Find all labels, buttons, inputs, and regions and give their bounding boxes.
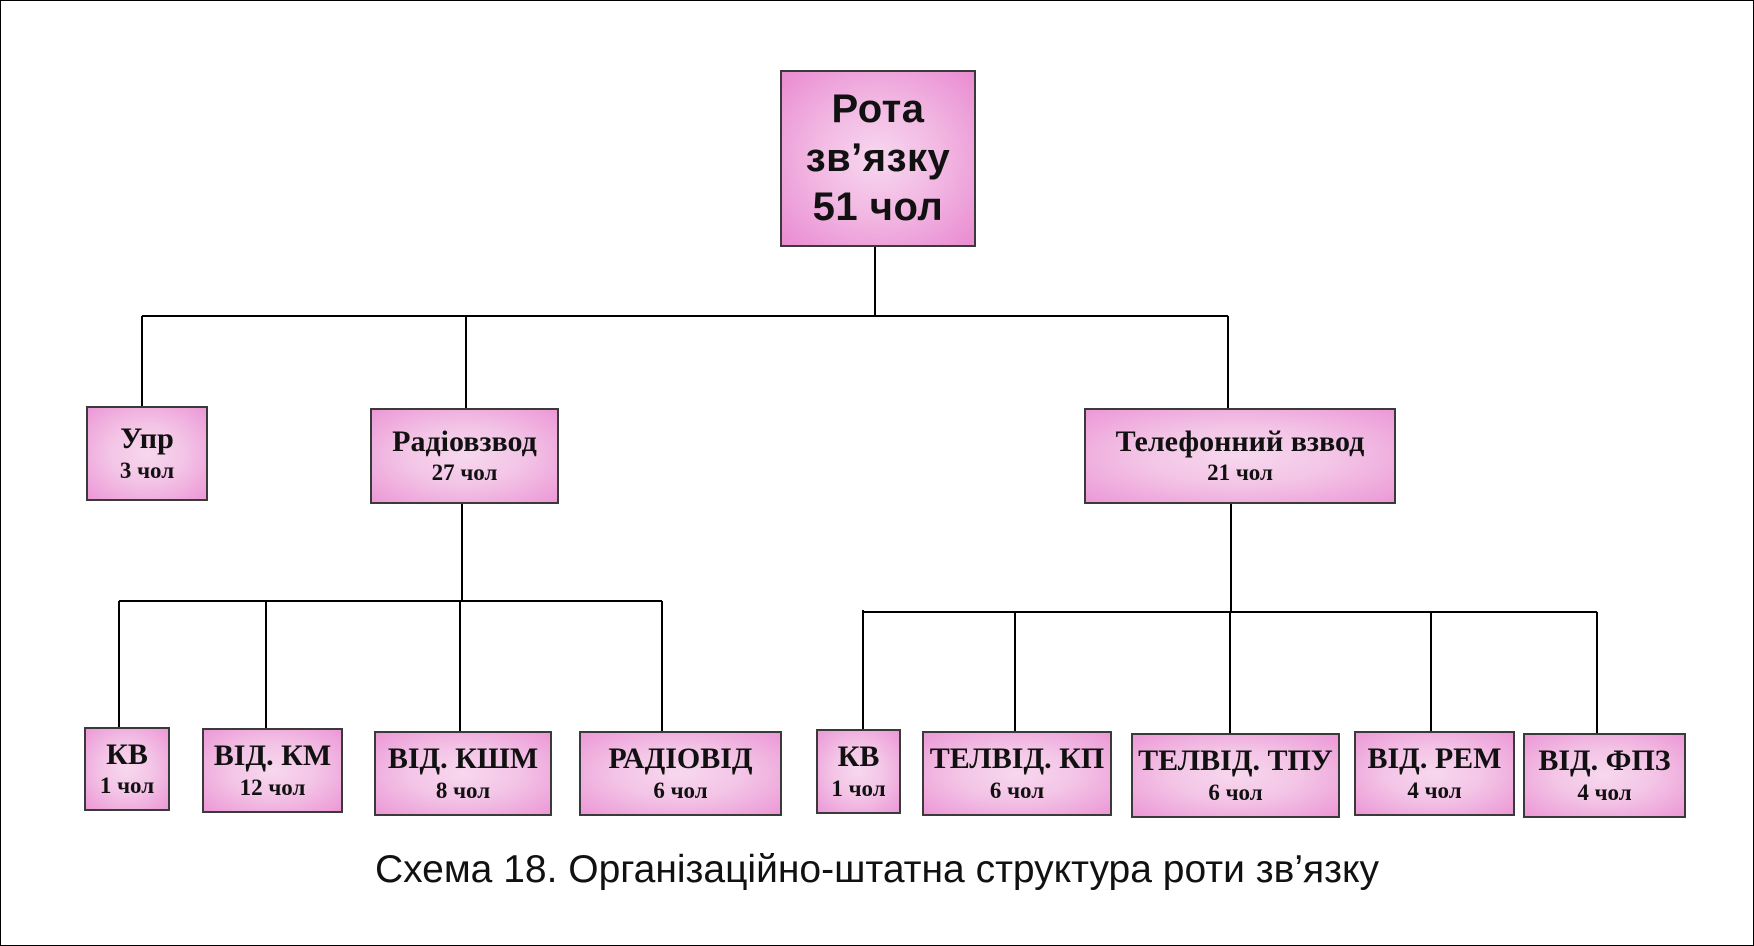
level1-box-phone-platoon: Телефонний взвод 21 чол	[1084, 408, 1396, 504]
unit-count: 1 чол	[831, 775, 886, 801]
level1-box-radio-platoon: Радіовзвод 27 чол	[370, 408, 559, 504]
radio-unit-box-km: ВІД. КМ 12 чол	[202, 728, 343, 813]
phone-unit-box-telvid-tpu: ТЕЛВІД. ТПУ 6 чол	[1131, 733, 1340, 818]
level1-count: 27 чол	[431, 460, 498, 486]
unit-title: ВІД. КШМ	[387, 742, 539, 776]
root-subtitle: зв’язку	[805, 136, 951, 181]
unit-title: ВІД. ФПЗ	[1538, 744, 1671, 778]
unit-count: 8 чол	[435, 777, 491, 803]
unit-title: РАДІОВІД	[608, 742, 753, 776]
level1-title: Упр	[120, 422, 174, 456]
unit-title: ТЕЛВІД. КП	[929, 742, 1105, 776]
phone-unit-box-fpz: ВІД. ФПЗ 4 чол	[1523, 733, 1686, 818]
radio-unit-box-radiovid: РАДІОВІД 6 чол	[579, 731, 782, 816]
unit-title: КВ	[106, 737, 148, 771]
radio-unit-box-kv: КВ 1 чол	[84, 727, 170, 811]
unit-title: ТЕЛВІД. ТПУ	[1138, 744, 1333, 778]
unit-count: 4 чол	[1407, 777, 1462, 803]
unit-count: 6 чол	[653, 777, 708, 803]
unit-title: ВІД. РЕМ	[1367, 742, 1502, 776]
phone-unit-box-rem: ВІД. РЕМ 4 чол	[1354, 731, 1515, 816]
level1-title: Телефонний взвод	[1115, 424, 1365, 458]
unit-title: ВІД. КМ	[213, 739, 332, 773]
root-title: Рота	[831, 87, 925, 132]
level1-count: 21 чол	[1207, 460, 1273, 486]
level1-title: Радіовзвод	[392, 424, 537, 458]
root-count: 51 чол	[812, 184, 944, 229]
unit-count: 6 чол	[1208, 779, 1263, 805]
unit-count: 4 чол	[1577, 779, 1632, 805]
radio-unit-box-kshm: ВІД. КШМ 8 чол	[374, 731, 552, 816]
unit-count: 1 чол	[99, 773, 155, 799]
level1-box-upr: Упр 3 чол	[86, 406, 208, 501]
root-company-box: Рота зв’язку 51 чол	[780, 70, 976, 247]
unit-title: КВ	[837, 740, 880, 774]
unit-count: 6 чол	[989, 777, 1045, 803]
phone-unit-box-telvid-kp: ТЕЛВІД. КП 6 чол	[922, 731, 1112, 816]
phone-unit-box-kv: КВ 1 чол	[816, 729, 901, 814]
unit-count: 12 чол	[239, 774, 306, 800]
level1-count: 3 чол	[119, 457, 175, 483]
diagram-caption: Схема 18. Організаційно-штатна структура…	[374, 848, 1380, 891]
